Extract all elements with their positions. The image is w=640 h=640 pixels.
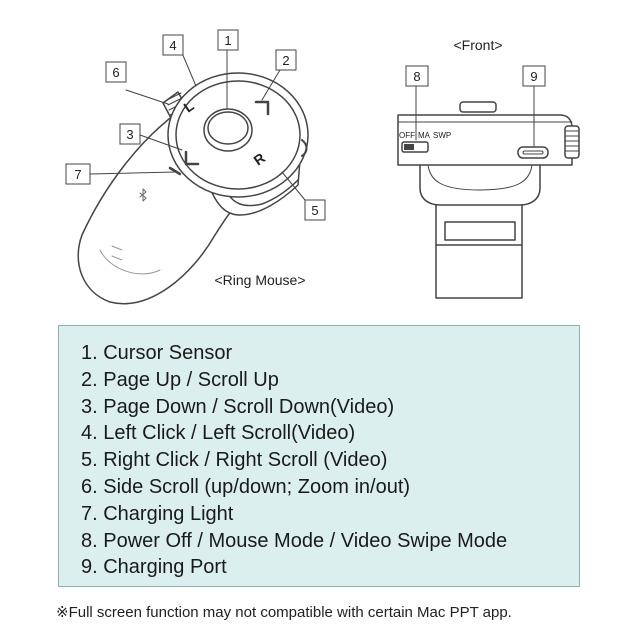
switch-label-off: OFF (399, 131, 415, 140)
charging-port (517, 146, 549, 159)
callout-9: 9 (530, 69, 537, 84)
front-view-drawing (397, 101, 580, 299)
callout-4: 4 (169, 38, 176, 53)
legend-item: 1. Cursor Sensor (81, 342, 233, 364)
front-caption: <Front> (453, 37, 502, 53)
switch-label-swp: SWP (433, 131, 451, 140)
callout-3: 3 (126, 127, 133, 142)
callout-5: 5 (311, 203, 318, 218)
product-diagram: L R OFF MA SWP 1 2 4 6 3 7 5 8 9 <Ring M… (65, 29, 580, 305)
ring-mouse-caption: <Ring Mouse> (214, 272, 305, 288)
legend-item: 7. Charging Light (81, 502, 234, 525)
callout-2: 2 (282, 53, 289, 68)
legend-panel: 1. Cursor Sensor 2. Page Up / Scroll Up … (58, 325, 580, 587)
legend-item: 2. Page Up / Scroll Up (81, 368, 279, 391)
callout-1: 1 (224, 33, 231, 48)
charging-light (168, 166, 182, 176)
callout-6: 6 (112, 65, 119, 80)
legend-item: 5. Right Click / Right Scroll (Video) (81, 449, 388, 472)
switch-label-ma: MA (418, 131, 431, 140)
footnote: ※Full screen function may not compatible… (56, 604, 512, 621)
legend-item: 6. Side Scroll (up/down; Zoom in/out) (81, 475, 411, 498)
legend-list: 1. Cursor Sensor 2. Page Up / Scroll Up … (59, 326, 579, 581)
ring-mouse-drawing (77, 72, 309, 305)
legend-item: 3. Page Down / Scroll Down(Video) (81, 395, 395, 418)
legend-item: 9. Charging Port (81, 556, 227, 579)
legend-item: 8. Power Off / Mouse Mode / Video Swipe … (81, 529, 508, 552)
callout-7: 7 (74, 167, 81, 182)
legend-item: 4. Left Click / Left Scroll(Video) (81, 422, 356, 445)
callout-8: 8 (413, 69, 420, 84)
